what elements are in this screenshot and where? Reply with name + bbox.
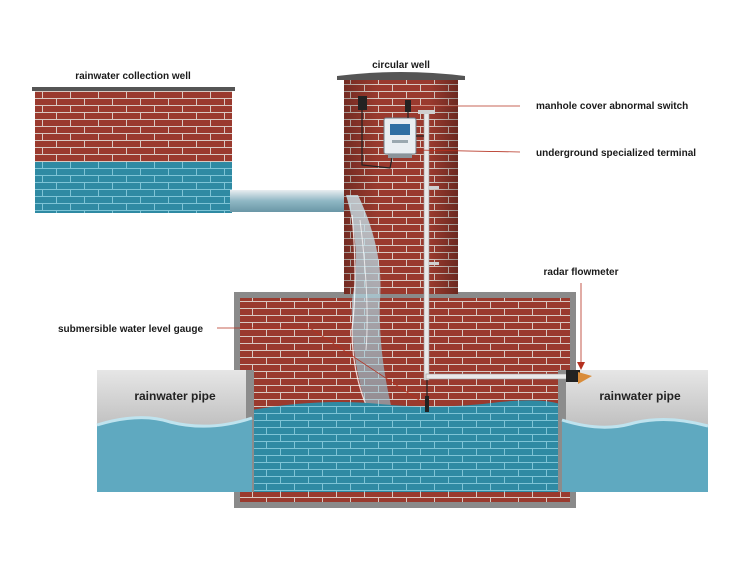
mounting-pole <box>423 111 430 381</box>
connecting-pipe <box>230 190 350 212</box>
collection-well <box>32 87 235 213</box>
terminal-label: underground specialized terminal <box>536 148 696 159</box>
water-level-gauge-icon <box>425 396 429 412</box>
radar-bracket <box>425 373 569 380</box>
right-pipe-label: rainwater pipe <box>599 389 681 403</box>
leader-terminal <box>415 149 521 153</box>
circular-well-label: circular well <box>372 60 430 71</box>
leader-gauge <box>217 327 426 405</box>
gauge-label: submersible water level gauge <box>58 324 203 335</box>
water-stream <box>346 195 392 410</box>
manhole-switch-label: manhole cover abnormal switch <box>536 101 688 112</box>
left-rainwater-pipe <box>96 370 254 492</box>
radar-flowmeter-icon <box>566 370 592 384</box>
chamber-water <box>252 400 560 492</box>
terminal-box-icon <box>383 117 417 158</box>
radar-label: radar flowmeter <box>543 267 618 278</box>
manhole-switch-icon <box>358 96 411 112</box>
collection-well-label: rainwater collection well <box>75 71 191 82</box>
right-rainwater-pipe <box>558 370 709 492</box>
left-pipe-label: rainwater pipe <box>134 389 216 403</box>
